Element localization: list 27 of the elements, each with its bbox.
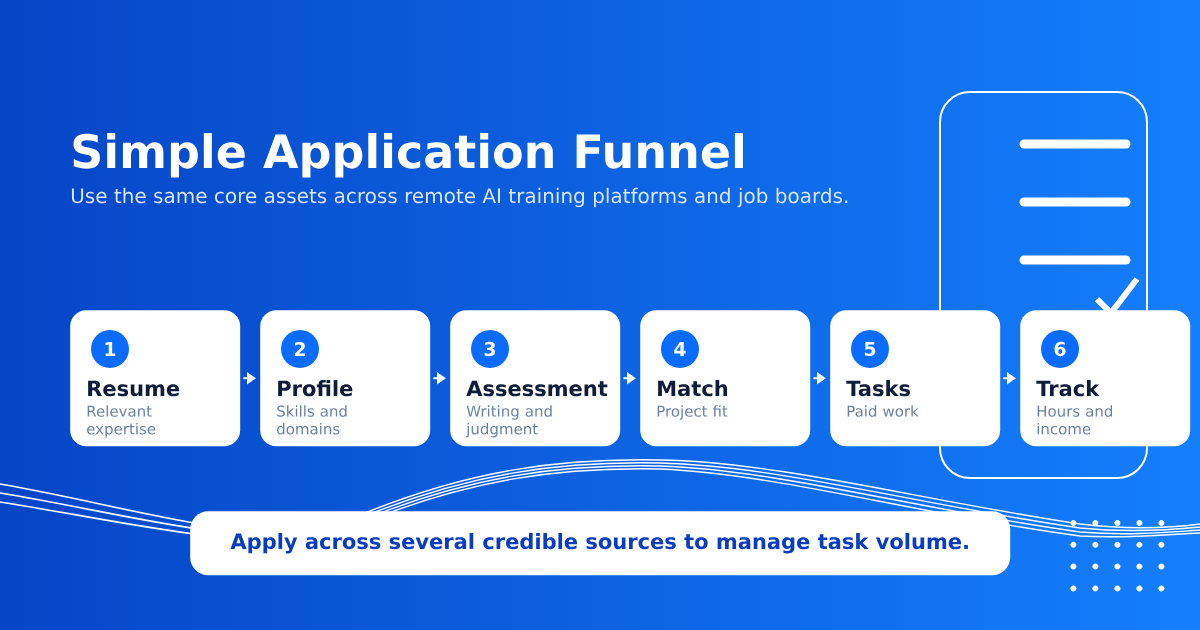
- subtitle: Use the same core assets across remote AI training platforms and job boards.: [71, 187, 848, 208]
- callout-banner: Apply across several credible sources to manage task volume.: [190, 511, 1011, 576]
- number-badge: 4: [661, 330, 699, 368]
- step-description: Hours and income: [1037, 405, 1112, 435]
- step-card: [70, 310, 241, 447]
- step-title: Match: [658, 380, 728, 397]
- step-description: Relevant expertise: [87, 405, 156, 438]
- number-badge: 1: [91, 330, 129, 368]
- number-badge: 3: [471, 330, 509, 368]
- step-card: [640, 310, 811, 447]
- step-description: Writing and judgment: [465, 405, 552, 438]
- step-description: Project fit: [657, 405, 728, 420]
- step-card: [1020, 310, 1191, 447]
- step-card: [260, 310, 431, 447]
- number-badge: 2: [281, 330, 319, 368]
- step-title: Track: [1036, 380, 1100, 397]
- step-title: Assessment: [466, 380, 608, 397]
- step-title: Profile: [278, 380, 353, 397]
- number-badge: 6: [1041, 330, 1079, 368]
- step-description: Paid work: [847, 405, 919, 417]
- step-title: Resume: [88, 380, 180, 397]
- step-card: [450, 310, 621, 447]
- step-description: Skills and domains: [277, 405, 347, 435]
- title: Simple Application Funnel: [73, 133, 743, 178]
- step-card: [830, 310, 1001, 447]
- step-title: Tasks: [846, 380, 910, 397]
- number-badge: 5: [851, 330, 889, 368]
